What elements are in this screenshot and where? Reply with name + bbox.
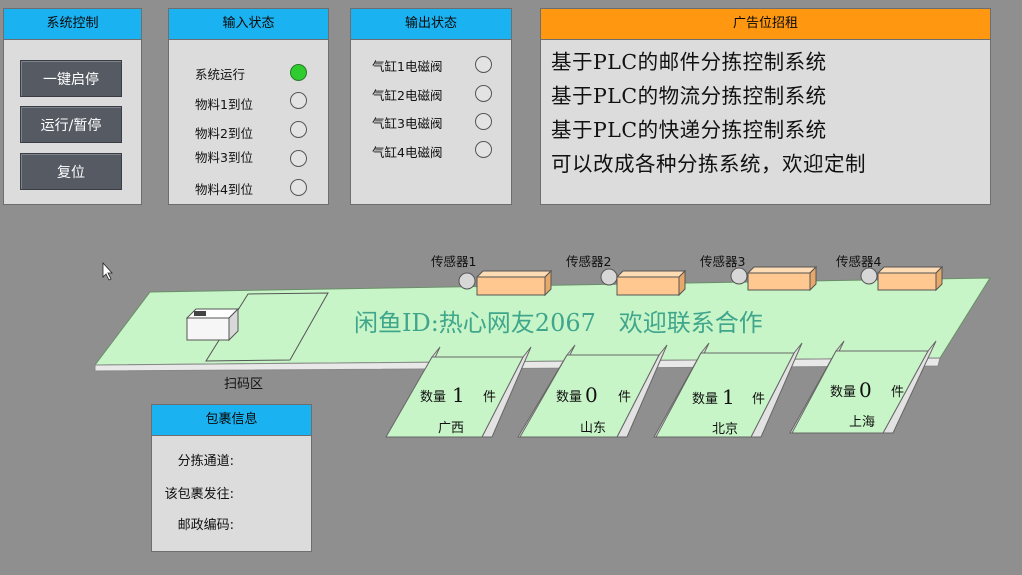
tray-4-unit: 件 [891, 385, 904, 400]
output-lamp-valve-4 [475, 141, 492, 158]
parcel-info-panel: 包裹信息 分拣通道: 该包裹发往: 邮政编码: [151, 404, 312, 552]
sort-tray-4 [789, 340, 937, 434]
sensor-label-1: 传感器1 [431, 254, 476, 269]
ad-line-3: 基于PLC的快递分拣控制系统 [551, 118, 827, 142]
output-label-valve-2: 气缸2电磁阀 [372, 88, 443, 103]
sensor-label-2: 传感器2 [566, 254, 611, 269]
tray-4-count: 0 [859, 378, 872, 402]
input-label-material-1: 物料1到位 [195, 97, 253, 112]
run-pause-button[interactable]: 运行/暂停 [20, 106, 122, 143]
tray-1-unit: 件 [483, 390, 496, 405]
cylinder-4 [876, 265, 944, 292]
conveyor-banner: 闲鱼ID:热心网友2067 欢迎联系合作 [354, 309, 763, 337]
tray-4-destination: 上海 [849, 415, 875, 430]
reset-button[interactable]: 复位 [20, 153, 122, 190]
mouse-cursor-icon [102, 261, 113, 281]
start-stop-button[interactable]: 一键启停 [20, 60, 122, 97]
tray-2-count-label: 数量 [556, 390, 582, 405]
tray-2-unit: 件 [618, 390, 631, 405]
parcel-info-title: 包裹信息 [152, 405, 311, 436]
input-label-material-2: 物料2到位 [195, 126, 253, 141]
output-label-valve-3: 气缸3电磁阀 [372, 116, 443, 131]
sensor-1 [458, 272, 476, 290]
output-label-valve-1: 气缸1电磁阀 [372, 59, 443, 74]
output-status-title: 输出状态 [351, 9, 511, 40]
sort-tray-2 [517, 344, 668, 438]
sensor-label-3: 传感器3 [700, 254, 745, 269]
ad-line-4: 可以改成各种分拣系统，欢迎定制 [551, 152, 866, 176]
sensor-label-4: 传感器4 [836, 254, 882, 269]
sort-tray-3 [653, 342, 803, 438]
tray-1-destination: 广西 [438, 421, 464, 436]
ad-line-1: 基于PLC的邮件分拣控制系统 [551, 50, 827, 74]
output-lamp-valve-2 [475, 85, 492, 102]
tray-3-count: 1 [722, 385, 735, 409]
ad-title: 广告位招租 [541, 9, 990, 40]
sensor-3 [730, 267, 748, 285]
input-status-title: 输入状态 [169, 9, 328, 40]
tray-4-count-label: 数量 [830, 385, 856, 400]
parcel-box [185, 307, 240, 342]
output-status-panel: 输出状态 气缸1电磁阀 气缸2电磁阀 气缸3电磁阀 气缸4电磁阀 [350, 8, 512, 205]
tray-3-destination: 北京 [712, 422, 738, 437]
ad-line-2: 基于PLC的物流分拣控制系统 [551, 84, 827, 108]
output-lamp-valve-1 [475, 56, 492, 73]
tray-2-count: 0 [585, 383, 598, 407]
cylinder-1 [475, 269, 553, 297]
output-label-valve-4: 气缸4电磁阀 [372, 145, 443, 160]
sorting-channel-label: 分拣通道: [177, 454, 234, 469]
cylinder-3 [746, 265, 818, 292]
input-status-panel: 输入状态 系统运行 物料1到位 物料2到位 物料3到位 物料4到位 [168, 8, 329, 205]
output-lamp-valve-3 [475, 113, 492, 130]
input-label-system-run: 系统运行 [195, 67, 246, 82]
input-lamp-material-4 [290, 179, 307, 196]
tray-2-destination: 山东 [580, 421, 606, 436]
tray-1-count: 1 [452, 383, 465, 407]
postal-code-label: 邮政编码: [177, 518, 234, 533]
input-label-material-3: 物料3到位 [195, 150, 253, 165]
system-control-panel: 系统控制 一键启停 运行/暂停 复位 [3, 8, 142, 205]
input-label-material-4: 物料4到位 [195, 182, 253, 197]
input-lamp-material-2 [290, 121, 307, 138]
cylinder-2 [615, 269, 687, 297]
system-control-title: 系统控制 [4, 9, 141, 40]
sort-tray-1 [385, 346, 532, 438]
tray-3-unit: 件 [752, 392, 765, 407]
input-lamp-system-run [290, 64, 307, 81]
ad-panel: 广告位招租 基于PLC的邮件分拣控制系统 基于PLC的物流分拣控制系统 基于PL… [540, 8, 991, 205]
scan-zone-label: 扫码区 [224, 377, 263, 392]
tray-1-count-label: 数量 [420, 390, 446, 405]
destination-label: 该包裹发往: [164, 487, 234, 502]
input-lamp-material-1 [290, 92, 307, 109]
input-lamp-material-3 [290, 150, 307, 167]
sensor-2 [600, 268, 618, 286]
sensor-4 [860, 267, 878, 285]
tray-3-count-label: 数量 [692, 392, 718, 407]
